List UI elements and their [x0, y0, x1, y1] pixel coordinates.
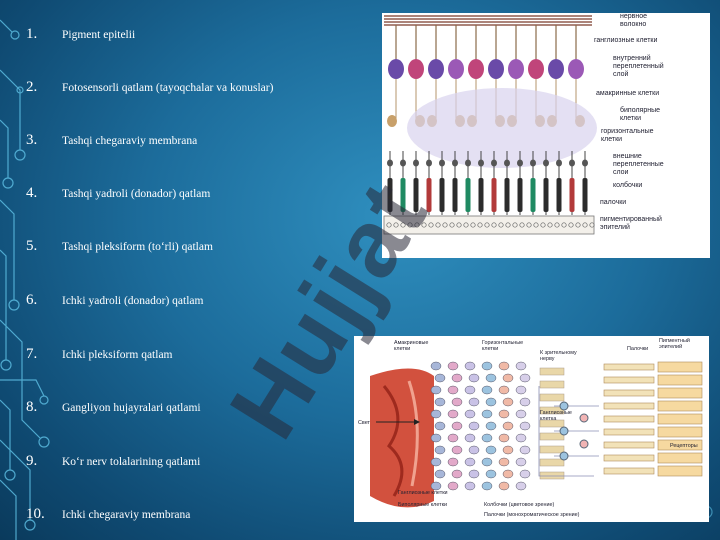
list-label: Pigment epitelii — [62, 29, 136, 41]
diagram-label: Ганглиозные клетка — [540, 410, 572, 422]
diagram-label: Ганглиозные клетки — [398, 490, 448, 496]
diagram-label: Палочки — [627, 346, 649, 352]
list-item: 8. Gangliyon hujayralari qatlami — [0, 399, 360, 429]
diagram-label: Свет — [358, 420, 370, 426]
list-item: 10. Ichki chegaraviy membrana — [0, 506, 360, 536]
list-item: 5. Tashqi pleksiform (to‘rli) qatlam — [0, 238, 360, 268]
retina-detail-diagram: Амакриновые клетки Горизонтальные клетки… — [354, 336, 709, 522]
list-label: Ichki chegaraviy membrana — [62, 509, 191, 521]
retina-layers-list: 1. Pigment epitelii 2. Fotosensorli qatlam… — [0, 0, 360, 540]
diagram-label: палочки — [600, 199, 627, 206]
list-item: 1. Pigment epitelii — [0, 26, 360, 56]
diagram-label: Амакриновые клетки — [394, 340, 429, 352]
diagram-label: внешние переплетенные слои — [613, 153, 664, 176]
diagram-label: внутренний переплетенный слой — [613, 55, 664, 78]
list-label: Ichki pleksiform qatlam — [62, 349, 173, 361]
list-item: 7. Ichki pleksiform qatlam — [0, 346, 360, 376]
diagram-label: нервное волокно — [620, 13, 648, 28]
list-label: Tashqi yadroli (donador) qatlam — [62, 188, 211, 200]
list-number: 6. — [26, 292, 38, 308]
list-label: Gangliyon hujayralari qatlami — [62, 402, 201, 414]
list-number: 1. — [26, 26, 38, 42]
diagram-label: ганглиозные клетки — [594, 37, 658, 44]
list-number: 9. — [26, 453, 38, 469]
diagram-label: Пигментный эпителий — [659, 338, 690, 350]
list-number: 8. — [26, 399, 38, 415]
list-number: 5. — [26, 238, 38, 254]
list-item: 9. Ko‘r nerv tolalarining qatlami — [0, 453, 360, 483]
list-label: Tashqi pleksiform (to‘rli) qatlam — [62, 241, 213, 253]
diagram-label: Рецепторы — [670, 443, 698, 449]
list-item: 2. Fotosensorli qatlam (tayoqchalar va ko… — [0, 79, 360, 109]
diagram-label: Горизонтальные клетки — [482, 340, 524, 352]
diagram-label: амакринные клетки — [596, 90, 660, 97]
diagram-label: колбочки — [613, 182, 643, 189]
list-number: 2. — [26, 79, 38, 95]
list-item: 3. Tashqi chegaraviy membrana — [0, 132, 360, 162]
retina-layers-illustration — [383, 15, 597, 235]
list-label: Tashqi chegaraviy membrana — [62, 135, 198, 147]
list-item: 4. Tashqi yadroli (donador) qatlam — [0, 185, 360, 215]
diagram-label: К зрительному нерву — [540, 350, 577, 362]
retina-detail-illustration — [370, 361, 703, 508]
list-number: 4. — [26, 185, 38, 201]
list-label: Fotosensorli qatlam (tayoqchalar va konu… — [62, 82, 274, 94]
diagram-label: биполярные клетки — [620, 107, 661, 122]
diagram-label: Биполярные клетки — [398, 502, 447, 508]
diagram-label: Колбочки (цветовое зрение) — [484, 502, 555, 508]
list-number: 7. — [26, 346, 38, 362]
list-number: 10. — [26, 506, 45, 522]
retina-layers-diagram: нервное волокно ганглиозные клетки внутр… — [382, 13, 710, 258]
diagram-label: пигментированный эпителий — [600, 216, 662, 231]
list-item: 6. Ichki yadroli (donador) qatlam — [0, 292, 360, 322]
diagram-label: горизонтальные клетки — [601, 128, 654, 143]
list-number: 3. — [26, 132, 38, 148]
list-label: Ichki yadroli (donador) qatlam — [62, 295, 204, 307]
diagram-label: Палочки (монохроматическое зрение) — [484, 512, 580, 518]
list-label: Ko‘r nerv tolalarining qatlami — [62, 456, 201, 468]
